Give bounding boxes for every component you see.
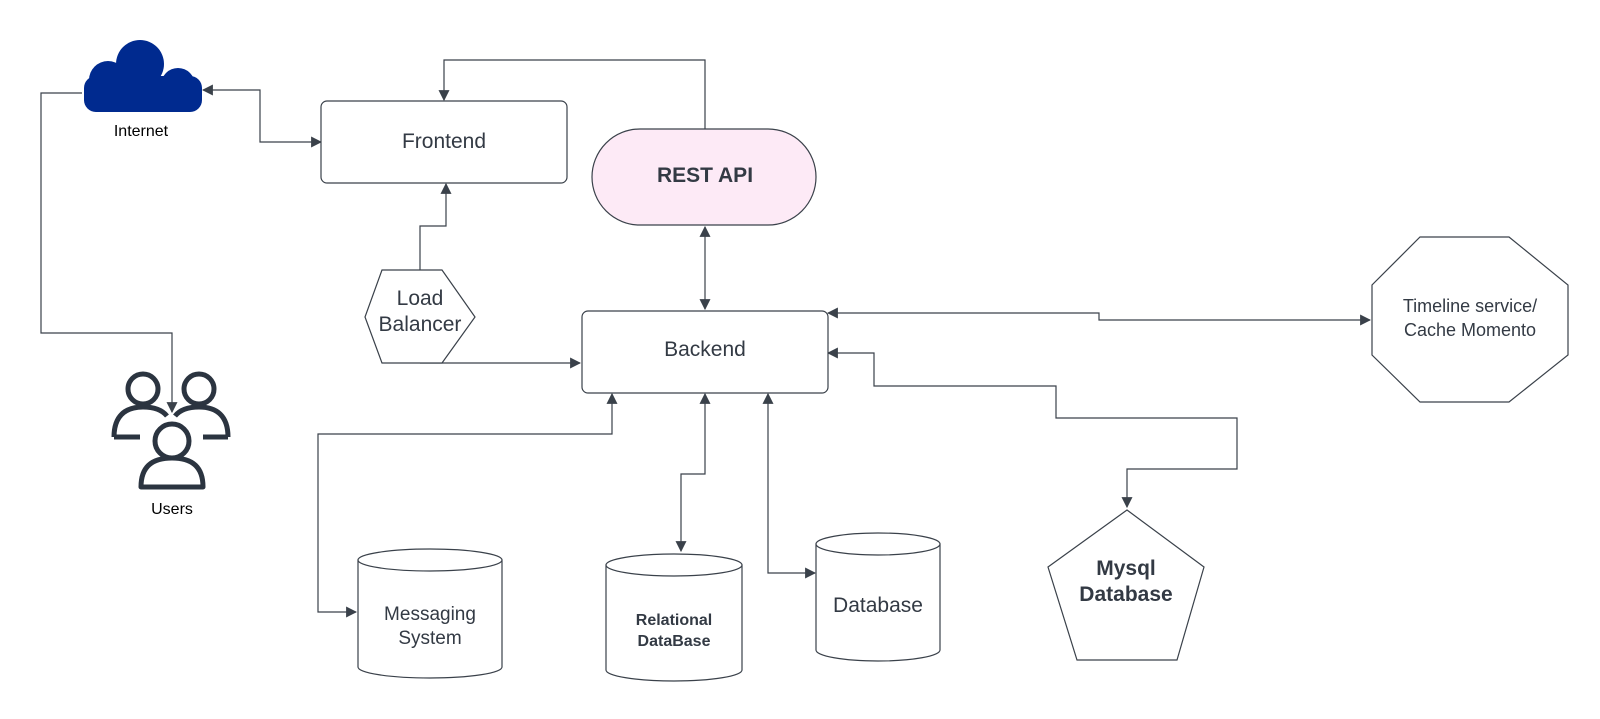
backend-label: Backend xyxy=(664,338,746,361)
connector-loadbalancer-frontend xyxy=(419,182,452,272)
connector-backend-mysql xyxy=(826,347,1238,509)
relational-label-line1: Relational xyxy=(636,612,712,629)
users-icon xyxy=(111,371,231,490)
users-label: Users xyxy=(151,501,193,518)
timeline-label-line1: Timeline service/ xyxy=(1403,296,1537,316)
internet-node: Internet xyxy=(84,40,202,140)
timeline-label-line2: Cache Momento xyxy=(1404,320,1536,340)
connector-restapi-frontend xyxy=(438,59,706,129)
backend-node[interactable]: Backend xyxy=(581,310,829,394)
rest-api-node[interactable]: REST API xyxy=(591,128,817,226)
connector-backend-database xyxy=(762,392,817,579)
timeline-service-node[interactable]: Timeline service/ Cache Momento xyxy=(1371,236,1569,403)
internet-label: Internet xyxy=(114,123,169,140)
database-label: Database xyxy=(833,594,923,617)
load-balancer-label-line2: Balancer xyxy=(379,313,462,336)
messaging-system-node[interactable]: Messaging System xyxy=(357,548,503,679)
relational-database-node[interactable]: Relational DataBase xyxy=(605,553,743,682)
load-balancer-label-line1: Load xyxy=(397,287,444,310)
cloud-icon xyxy=(84,40,202,112)
mysql-label-line2: Database xyxy=(1079,583,1172,606)
connector-backend-messaging xyxy=(317,392,618,618)
users-node: Users xyxy=(111,371,231,518)
connector-internet-frontend xyxy=(201,84,323,148)
mysql-label-line1: Mysql xyxy=(1096,557,1156,580)
relational-label-line2: DataBase xyxy=(638,633,711,650)
frontend-node[interactable]: Frontend xyxy=(320,100,568,184)
mysql-database-node[interactable]: Mysql Database xyxy=(1047,509,1205,661)
frontend-label: Frontend xyxy=(402,130,486,153)
connector-backend-timeline xyxy=(826,307,1372,326)
load-balancer-node[interactable]: Load Balancer xyxy=(364,269,476,364)
rest-api-label: REST API xyxy=(657,164,753,187)
messaging-label-line2: System xyxy=(398,628,461,649)
database-node[interactable]: Database xyxy=(815,532,941,662)
connector-internet-users xyxy=(40,92,178,414)
connector-backend-relational xyxy=(675,392,711,553)
messaging-label-line1: Messaging xyxy=(384,604,476,625)
